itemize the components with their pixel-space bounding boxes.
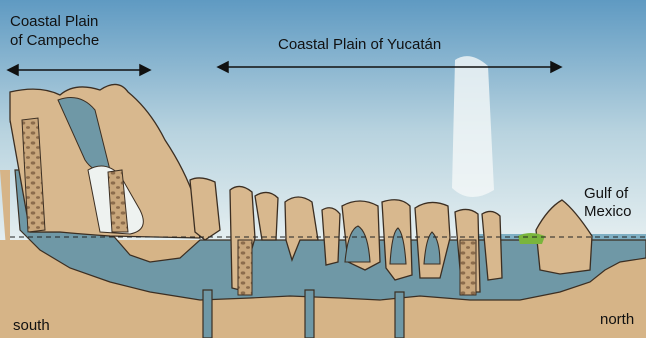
label-north: north xyxy=(600,311,634,328)
label-south: south xyxy=(13,317,50,334)
coastal-vegetation xyxy=(518,233,545,244)
label-campeche-line2: of Campeche xyxy=(10,32,99,49)
label-yucatan: Coastal Plain of Yucatán xyxy=(278,36,441,53)
label-gulf-line2: Mexico xyxy=(584,203,632,220)
label-gulf-line1: Gulf of xyxy=(584,185,629,202)
label-campeche-line1: Coastal Plain xyxy=(10,13,98,30)
waterfall-spray xyxy=(452,56,494,197)
